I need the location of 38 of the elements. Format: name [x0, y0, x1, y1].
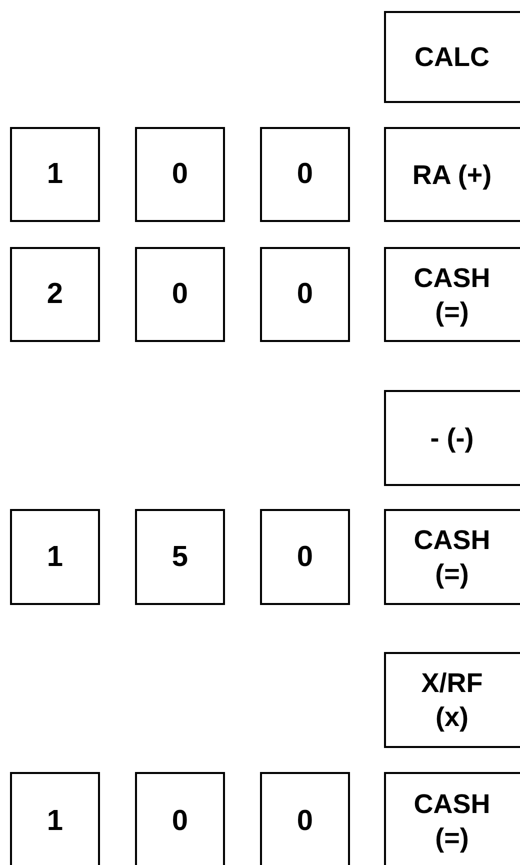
key-label: 0 — [296, 158, 314, 191]
key-label: - (-) — [429, 422, 475, 455]
key-label: 0 — [172, 158, 188, 191]
number-key — [135, 247, 225, 342]
function-key — [384, 652, 520, 748]
key-label: CALC — [414, 41, 490, 74]
number-key — [135, 772, 225, 865]
key-label: 0 — [172, 804, 188, 838]
function-key — [384, 509, 520, 605]
number-key — [135, 509, 225, 605]
key-label: RA (+) — [411, 158, 493, 192]
function-key — [384, 772, 520, 865]
key-label: 0 — [172, 278, 188, 311]
key-label: 0 — [296, 278, 314, 311]
number-key — [135, 127, 225, 222]
function-key — [384, 11, 520, 103]
key-label: 1 — [46, 158, 64, 191]
key-label: 5 — [172, 540, 188, 574]
function-key — [384, 127, 520, 222]
number-key — [260, 127, 350, 222]
key-label: X/RF (x) — [420, 667, 484, 734]
number-key — [10, 127, 100, 222]
number-key — [10, 247, 100, 342]
number-key — [10, 509, 100, 605]
key-label: 0 — [296, 804, 314, 838]
key-label: 0 — [296, 540, 314, 574]
key-label: CASH (=) — [412, 262, 492, 328]
number-key — [10, 772, 100, 865]
key-label: CASH (=) — [412, 788, 492, 855]
key-label: 1 — [46, 804, 64, 838]
function-key — [384, 247, 520, 342]
key-label: 2 — [46, 278, 64, 311]
key-label: CASH (=) — [412, 524, 492, 591]
function-key — [384, 390, 520, 486]
key-label: 1 — [46, 540, 64, 574]
number-key — [260, 772, 350, 865]
number-key — [260, 509, 350, 605]
number-key — [260, 247, 350, 342]
